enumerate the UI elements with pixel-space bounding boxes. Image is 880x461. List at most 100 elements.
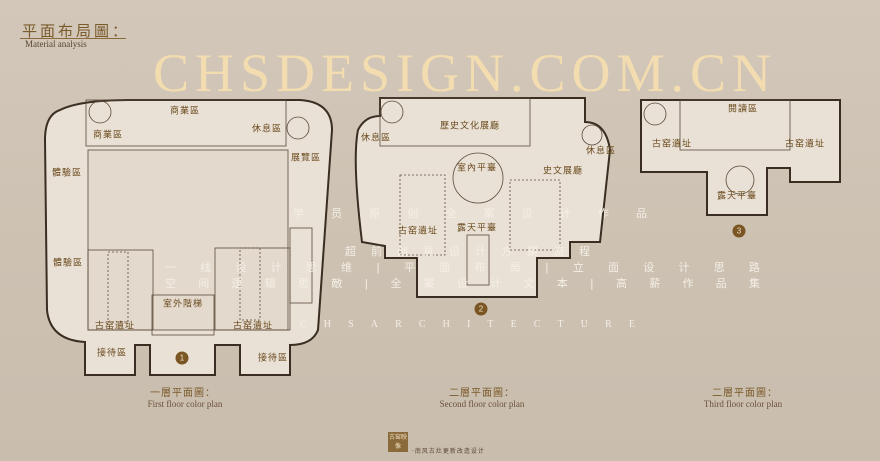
logo: 古窑映像 (388, 432, 408, 452)
watermark-char: 布 (474, 261, 486, 274)
room-label: 露天平臺 (716, 191, 758, 202)
room-label: 休息區 (251, 124, 283, 135)
watermark-char: E (510, 319, 517, 330)
watermark-char: 线 (200, 261, 212, 274)
spiral-stair (286, 116, 310, 140)
watermark-char: T (487, 319, 494, 330)
watermark-char: 超 (345, 245, 356, 258)
title-underline (20, 38, 126, 39)
room-label: 接待區 (257, 353, 289, 364)
watermark-char: 品 (715, 277, 727, 290)
room-label: 室外階梯 (162, 299, 204, 310)
watermark-char: 全 (445, 207, 457, 220)
commercial-zone-outline (85, 99, 287, 147)
watermark-char: 面 (439, 261, 451, 274)
watermark-char: 全 (390, 277, 402, 290)
caption-second-floor-en: Second floor color plan (439, 399, 525, 409)
watermark-char: 薪 (649, 277, 661, 290)
atrium-outline (87, 149, 289, 331)
stair-hatch (239, 247, 261, 321)
watermark-char: C (533, 319, 541, 330)
watermark-char: H (323, 319, 331, 330)
gallery-outline (379, 97, 531, 147)
watermark-char: A (370, 319, 378, 330)
watermark-char: | (589, 277, 594, 290)
watermark-char: S (348, 319, 354, 330)
watermark-char: 原 (369, 207, 381, 220)
round-platform (452, 152, 504, 204)
spiral-stair (643, 102, 667, 126)
stair-hatch (107, 251, 129, 323)
exhibit-outline (289, 227, 313, 304)
watermark-char: 计 (475, 245, 486, 258)
room-label: 商業區 (92, 130, 124, 141)
watermark-char: 集 (748, 277, 760, 290)
room-label: 古窑遺址 (397, 226, 439, 237)
room-label: 休息區 (585, 146, 617, 157)
watermark-char: 前 (371, 245, 382, 258)
watermark-char: 立 (572, 261, 584, 274)
spiral-stair (88, 100, 112, 124)
watermark-char: 维 (341, 261, 353, 274)
room-label: 史文展廳 (542, 166, 584, 177)
watermark-char: 辑 (264, 277, 276, 290)
watermark-char: 意 (423, 245, 434, 258)
stair-hatch (399, 174, 446, 256)
watermark-char: 设 (449, 245, 460, 258)
watermark-char: 局 (509, 261, 521, 274)
watermark-char: 创 (397, 245, 408, 258)
caption-first-floor-en: First floor color plan (147, 399, 223, 409)
room-label: 體驗區 (51, 168, 83, 179)
watermark-char: 间 (198, 277, 210, 290)
room-label: 展覽區 (290, 153, 322, 164)
terrace-table (466, 234, 490, 286)
plan-number-badge: 3 (732, 224, 746, 238)
room-label: 體驗區 (52, 258, 84, 269)
stair-hatch (509, 179, 561, 251)
footer-text: ·南风古灶更新改造设计 (412, 448, 485, 455)
watermark-char: 设 (643, 261, 655, 274)
watermark-char: 敵 (331, 277, 343, 290)
spiral-stair (380, 100, 404, 124)
watermark-char: 作 (682, 277, 694, 290)
watermark-char: 流 (553, 245, 564, 258)
caption-first-floor-cn: 一層平面圖： (150, 388, 216, 399)
watermark-char: 思 (713, 261, 725, 274)
watermark-char: 本 (556, 277, 568, 290)
room-label: 室內平臺 (456, 163, 498, 174)
watermark-char: | (544, 261, 549, 274)
caption-third-floor-en: Third floor color plan (703, 399, 783, 409)
watermark-char: 一 (165, 261, 176, 274)
kiln-site-outline (87, 249, 154, 331)
watermark-char: 员 (331, 207, 343, 220)
watermark-char: 高 (615, 277, 627, 290)
reading-zone-outline (679, 99, 791, 151)
watermark-char: 文 (523, 277, 535, 290)
caption-second-floor-cn: 二層平面圖： (449, 388, 515, 399)
page-subtitle: Material analysis (25, 39, 87, 49)
watermark-char: 平 (404, 261, 416, 274)
watermark-char: 思 (298, 277, 309, 290)
watermark-char: 创 (407, 207, 419, 220)
watermark-char: | (364, 277, 369, 290)
room-label: 歷史文化展廳 (439, 121, 501, 132)
watermark-char: 空 (165, 277, 176, 290)
watermark-line-3: 一线设计思维|平面布局|立面设计思路 (165, 261, 760, 274)
terrace-ornament (725, 165, 755, 195)
watermark-char: 计 (490, 277, 502, 290)
watermark-char: 案 (423, 277, 435, 290)
watermark-line-4: 空间逻辑思敵|全案设计文本|高薪作品集 (165, 277, 760, 290)
watermark-char: 设 (235, 261, 247, 274)
watermark-char: E (628, 319, 635, 330)
room-label: 古窑遺址 (784, 139, 826, 150)
watermark-char: 品 (635, 207, 647, 220)
room-label: 休息區 (360, 133, 392, 144)
watermark-char: 面 (608, 261, 620, 274)
room-label: 商業區 (169, 106, 201, 117)
watermark-char: 设 (456, 277, 468, 290)
plan-number-badge: 2 (474, 302, 488, 316)
watermark-char: 路 (748, 261, 760, 274)
watermark-char: 思 (305, 261, 317, 274)
watermark-char: R (605, 319, 612, 330)
